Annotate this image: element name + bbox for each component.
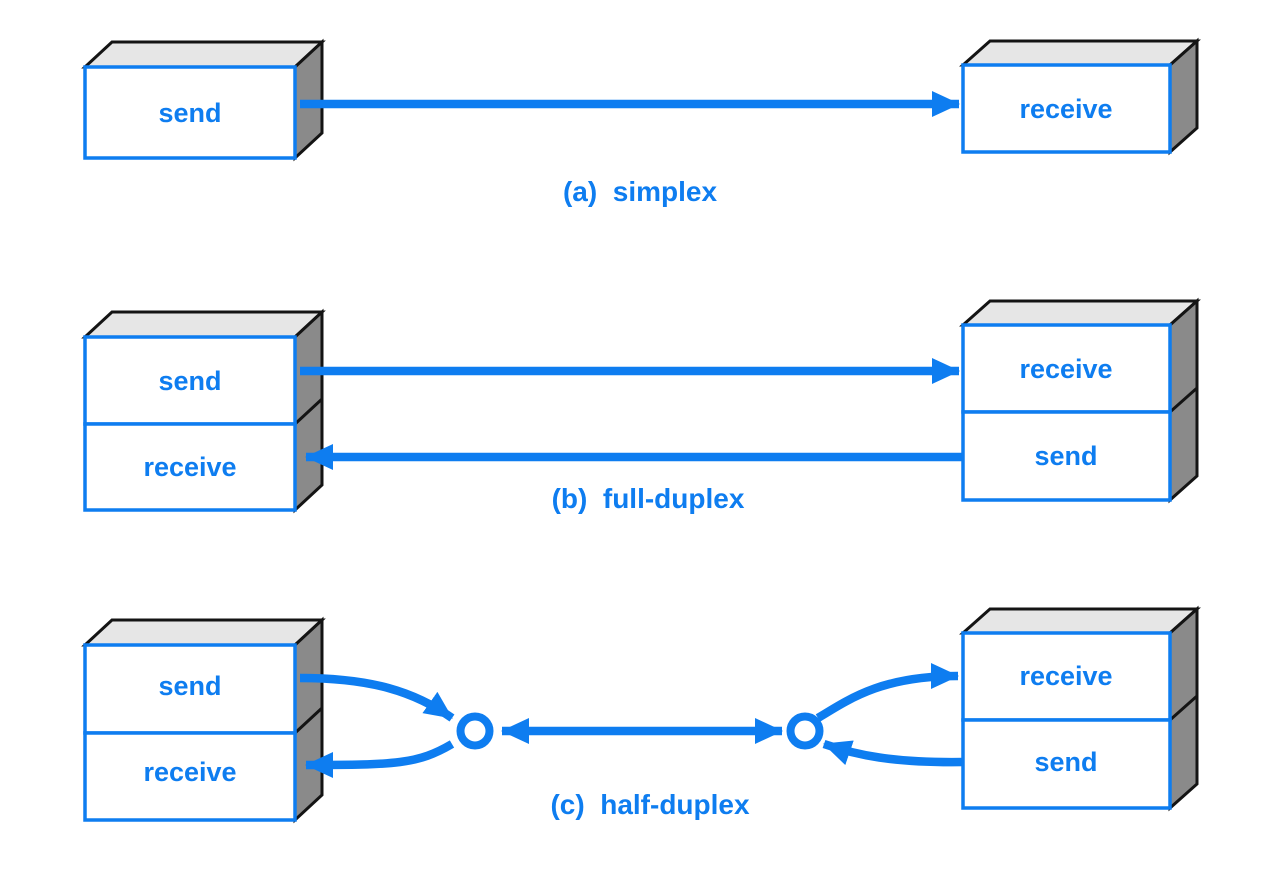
receive-label: receive [1019,94,1112,124]
half-duplex-left-box: send receive [81,616,326,824]
half-duplex-right-box: receive send [959,605,1201,812]
send-label: send [158,366,221,396]
box-front-face [961,63,1172,154]
box-top-face [81,40,326,69]
receive-label: receive [143,452,236,482]
box-top-face [81,618,326,647]
receive-label: receive [1019,354,1112,384]
simplex-caption: (a) simplex [563,176,717,207]
box-top-face [81,310,326,339]
box-side-divider [1169,386,1198,414]
simplex-section: send receive (a) simplex [81,37,1201,207]
receive-compartment [83,422,297,512]
simplex-sender-box: send [81,38,326,162]
send-compartment [961,718,1172,810]
half-duplex-right-receive-arrow [815,663,959,722]
simplex-receiver-box: receive [959,37,1201,156]
box-side-divider [1169,694,1198,722]
half-duplex-left-send-arrow [299,673,455,722]
send-label: send [1034,441,1097,471]
half-duplex-left-junction [456,712,494,750]
half-duplex-caption: (c) half-duplex [550,789,750,820]
half-duplex-right-junction [786,712,824,750]
box-front-face [83,65,297,160]
box-top-face [959,299,1201,327]
send-label: send [158,671,221,701]
half-duplex-left-receive-arrow [305,740,455,778]
full-duplex-caption: (b) full-duplex [552,483,745,514]
receive-compartment [961,631,1172,722]
send-label: send [1034,747,1097,777]
send-label: send [158,98,221,128]
send-compartment [961,410,1172,502]
half-duplex-right-send-arrow [822,739,964,767]
box-side-divider [293,397,324,426]
receive-label: receive [1019,661,1112,691]
receive-label: receive [143,757,236,787]
send-compartment [83,643,297,735]
full-duplex-section: send receive receive send (b) full-duple… [81,297,1201,514]
half-duplex-section: send receive receive send (c) half-duple… [81,605,1201,824]
full-duplex-left-box: send receive [81,308,326,514]
box-top-face [959,39,1201,67]
box-top-face [959,607,1201,635]
box-side-divider [293,706,324,735]
receive-compartment [961,323,1172,414]
receive-compartment [83,731,297,822]
full-duplex-right-box: receive send [959,297,1201,504]
